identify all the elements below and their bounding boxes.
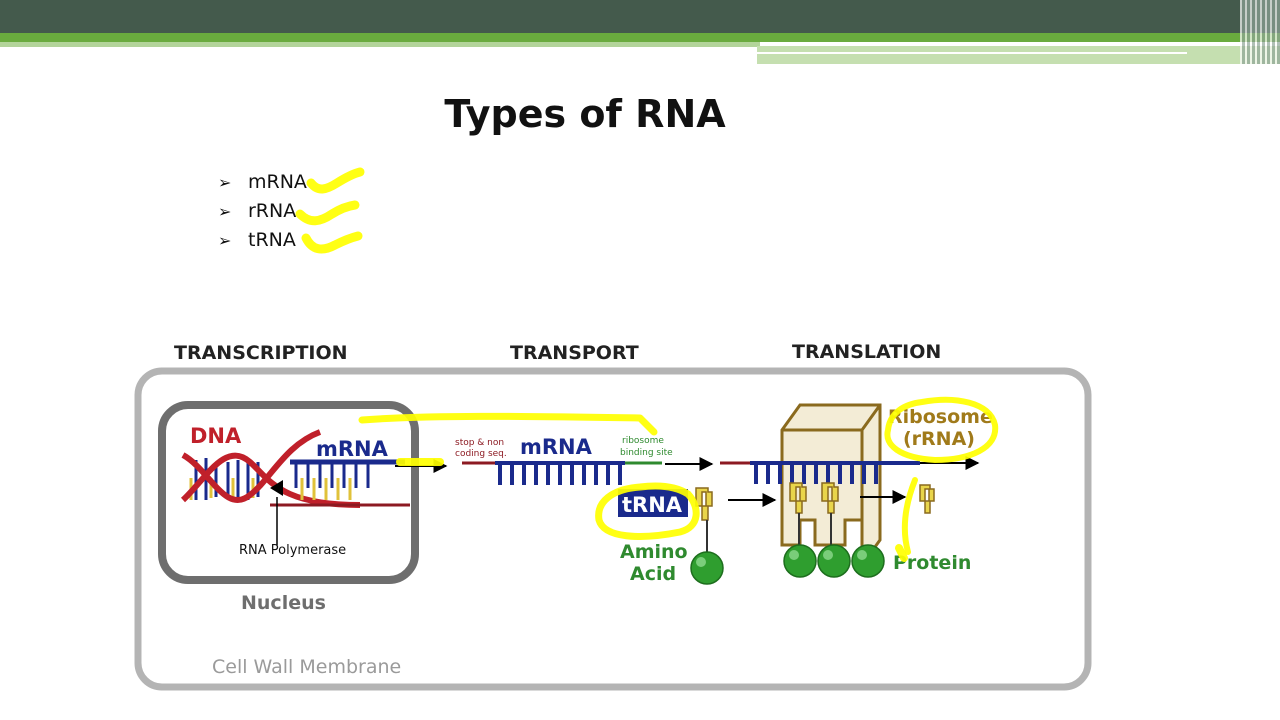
list-item: ➢ mRNA — [218, 168, 307, 197]
nucleus-label: Nucleus — [241, 592, 326, 614]
rna-type-list: ➢ mRNA ➢ rRNA ➢ tRNA — [218, 168, 307, 255]
nucleus-mrna-strand: mRNA RNA Polymerase — [239, 437, 405, 558]
bullet-arrow-icon: ➢ — [218, 231, 232, 250]
list-item: ➢ rRNA — [218, 197, 307, 226]
header-light-bar-right — [757, 46, 1280, 64]
transcription-label: TRANSCRIPTION — [174, 342, 348, 364]
bullet-arrow-icon: ➢ — [218, 202, 232, 221]
list-item: ➢ tRNA — [218, 226, 307, 255]
highlighter-annotations — [295, 167, 999, 562]
trna-label: tRNA — [622, 493, 683, 517]
cell-wall-label: Cell Wall Membrane — [212, 656, 401, 678]
transport-mrna-strand: stop & non coding seq. mRNA ribosome bin… — [455, 435, 673, 485]
ribosome-label-1: Ribosome — [888, 406, 993, 428]
ribosome-site-label-2: binding site — [620, 448, 673, 458]
nucleus-mrna-label: mRNA — [316, 437, 389, 461]
rna-polymerase-label: RNA Polymerase — [239, 543, 346, 558]
header-stripes — [1240, 0, 1280, 64]
bullet-arrow-icon: ➢ — [218, 173, 232, 192]
ribosome-group: Ribosome (rRNA) Protein — [720, 403, 993, 578]
header-light-bar — [0, 42, 760, 47]
slide-title: Types of RNA — [444, 92, 726, 136]
checkmark-icon — [295, 200, 360, 226]
transport-label: TRANSPORT — [510, 342, 639, 364]
ribosome-site-label-1: ribosome — [622, 436, 664, 446]
header-bar — [0, 0, 1280, 33]
stop-seq-label-2: coding seq. — [455, 449, 507, 459]
amino-label-2: Acid — [630, 563, 676, 585]
amino-acid-icon — [690, 551, 724, 585]
polymerase-arrow-icon — [270, 480, 283, 496]
amino-label-1: Amino — [620, 541, 688, 563]
header-divider-line — [757, 52, 1187, 54]
dna-label: DNA — [190, 424, 242, 448]
stop-seq-label-1: stop & non — [455, 438, 504, 448]
protein-label: Protein — [893, 552, 971, 574]
bullet-text: tRNA — [248, 229, 296, 251]
transport-mrna-label: mRNA — [520, 435, 593, 459]
bullet-text: mRNA — [248, 171, 307, 193]
trna-group: tRNA Amino Acid — [618, 487, 724, 585]
header-accent-bar — [0, 33, 1280, 42]
checkmark-icon — [301, 231, 363, 254]
dna-helix: DNA — [180, 424, 410, 508]
bullet-text: rRNA — [248, 200, 297, 222]
ribosome-label-2: (rRNA) — [903, 428, 975, 450]
checkmark-icon — [306, 167, 365, 194]
translation-label: TRANSLATION — [792, 341, 941, 363]
